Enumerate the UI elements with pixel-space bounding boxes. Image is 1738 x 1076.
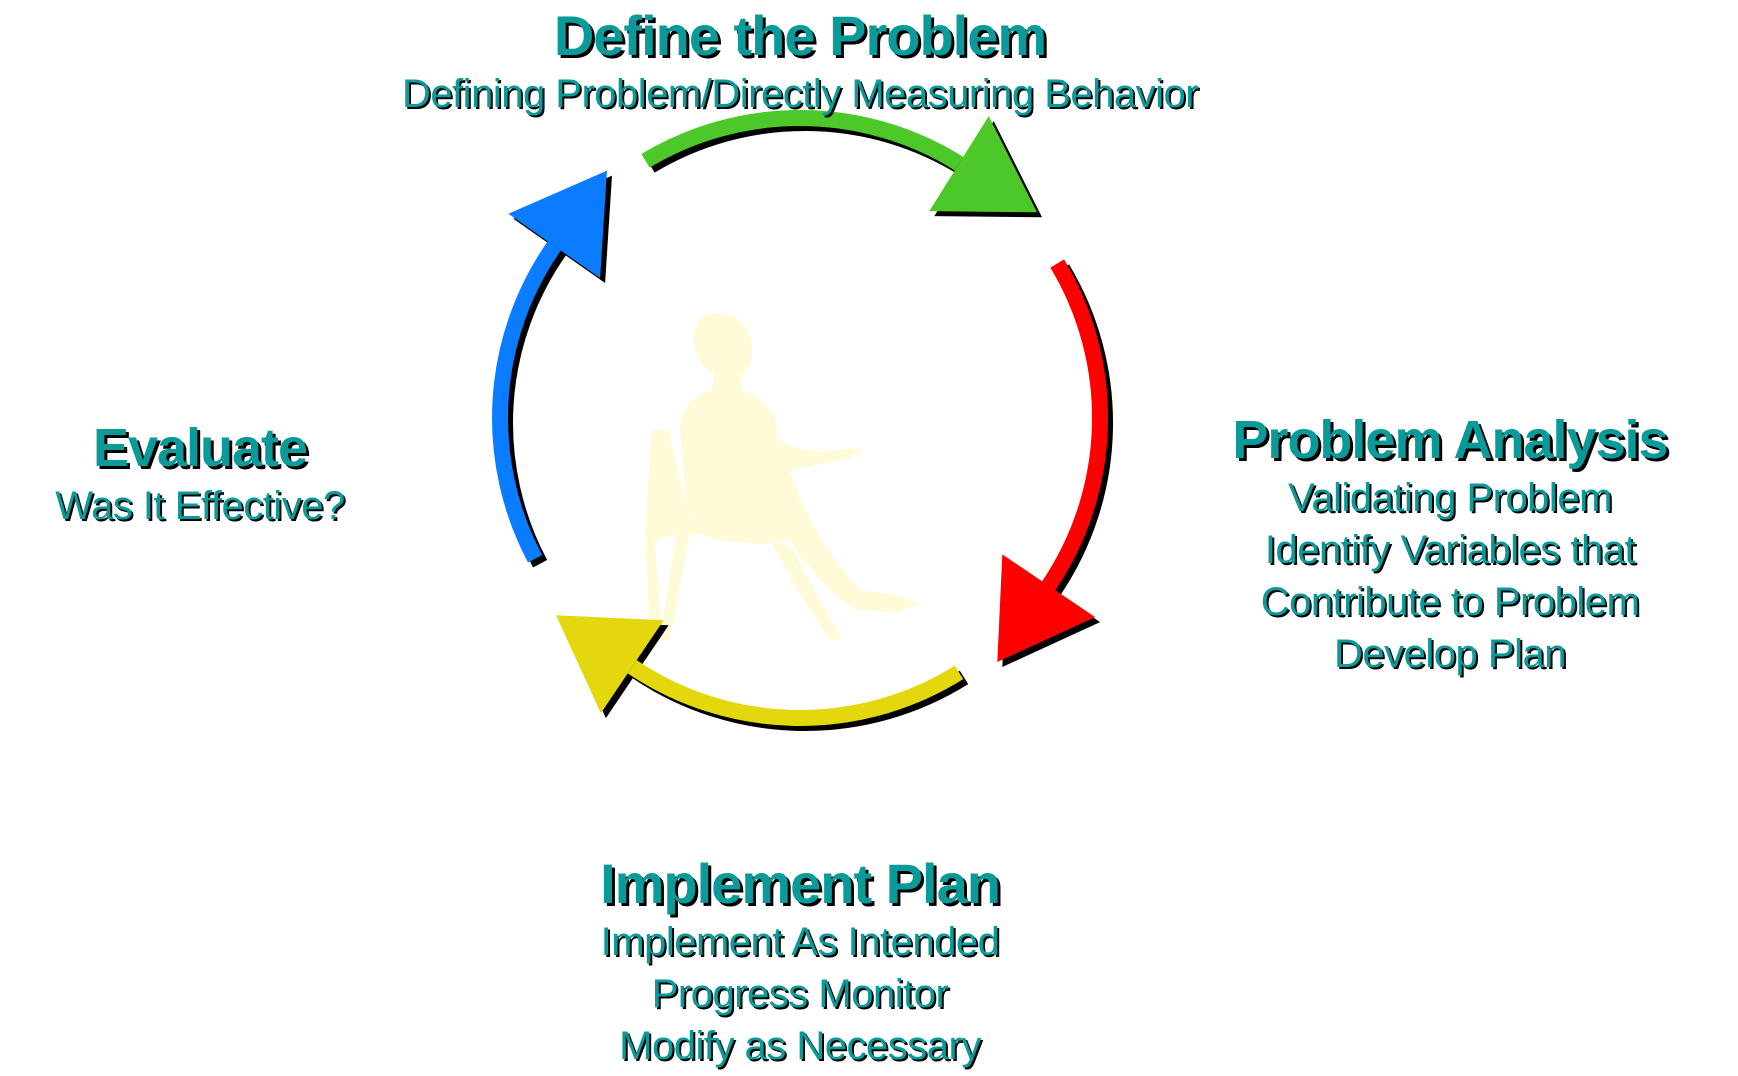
student-at-desk-icon (645, 313, 918, 640)
implement-arrow (556, 615, 969, 731)
arrow-shaft (1042, 259, 1108, 591)
analysis-arrow (997, 259, 1113, 667)
define-arrow (641, 110, 1042, 218)
step-title: Evaluate (92, 418, 308, 478)
student-desk (748, 448, 862, 466)
arrow-head (929, 116, 1037, 213)
student-chair (645, 430, 770, 640)
step-description: Was It Effective? (55, 484, 345, 528)
step-title: Problem Analysis (1232, 410, 1668, 470)
step-problem-analysis: Problem Analysis Validating Problem Iden… (1170, 408, 1730, 680)
cycle-arrows (492, 110, 1113, 731)
student-body (680, 313, 918, 612)
arrow-head (556, 615, 664, 714)
arrow-shaft (627, 660, 964, 726)
step-define-problem: Define the Problem Defining Problem/Dire… (270, 4, 1330, 120)
evaluate-arrow (492, 170, 612, 568)
step-description: Defining Problem/Directly Measuring Beha… (401, 72, 1199, 116)
step-implement-plan: Implement Plan Implement As Intended Pro… (520, 852, 1080, 1072)
student-legs (770, 540, 842, 640)
step-description: Develop Plan (1334, 632, 1566, 676)
arrow-head (997, 554, 1096, 662)
step-description: Modify as Necessary (619, 1024, 981, 1068)
arrow-head (508, 170, 607, 278)
step-title: Implement Plan (600, 852, 1001, 915)
step-evaluate: Evaluate Was It Effective? (0, 416, 400, 532)
step-description: Contribute to Problem (1260, 580, 1640, 624)
step-description: Implement As Intended (600, 920, 1000, 964)
step-title: Define the Problem (553, 4, 1047, 67)
arrow-shaft (641, 110, 964, 171)
step-description: Validating Problem (1288, 476, 1612, 520)
step-description: Identify Variables that (1264, 528, 1636, 572)
arrow-shaft (492, 241, 561, 563)
step-description: Progress Monitor (651, 972, 949, 1016)
